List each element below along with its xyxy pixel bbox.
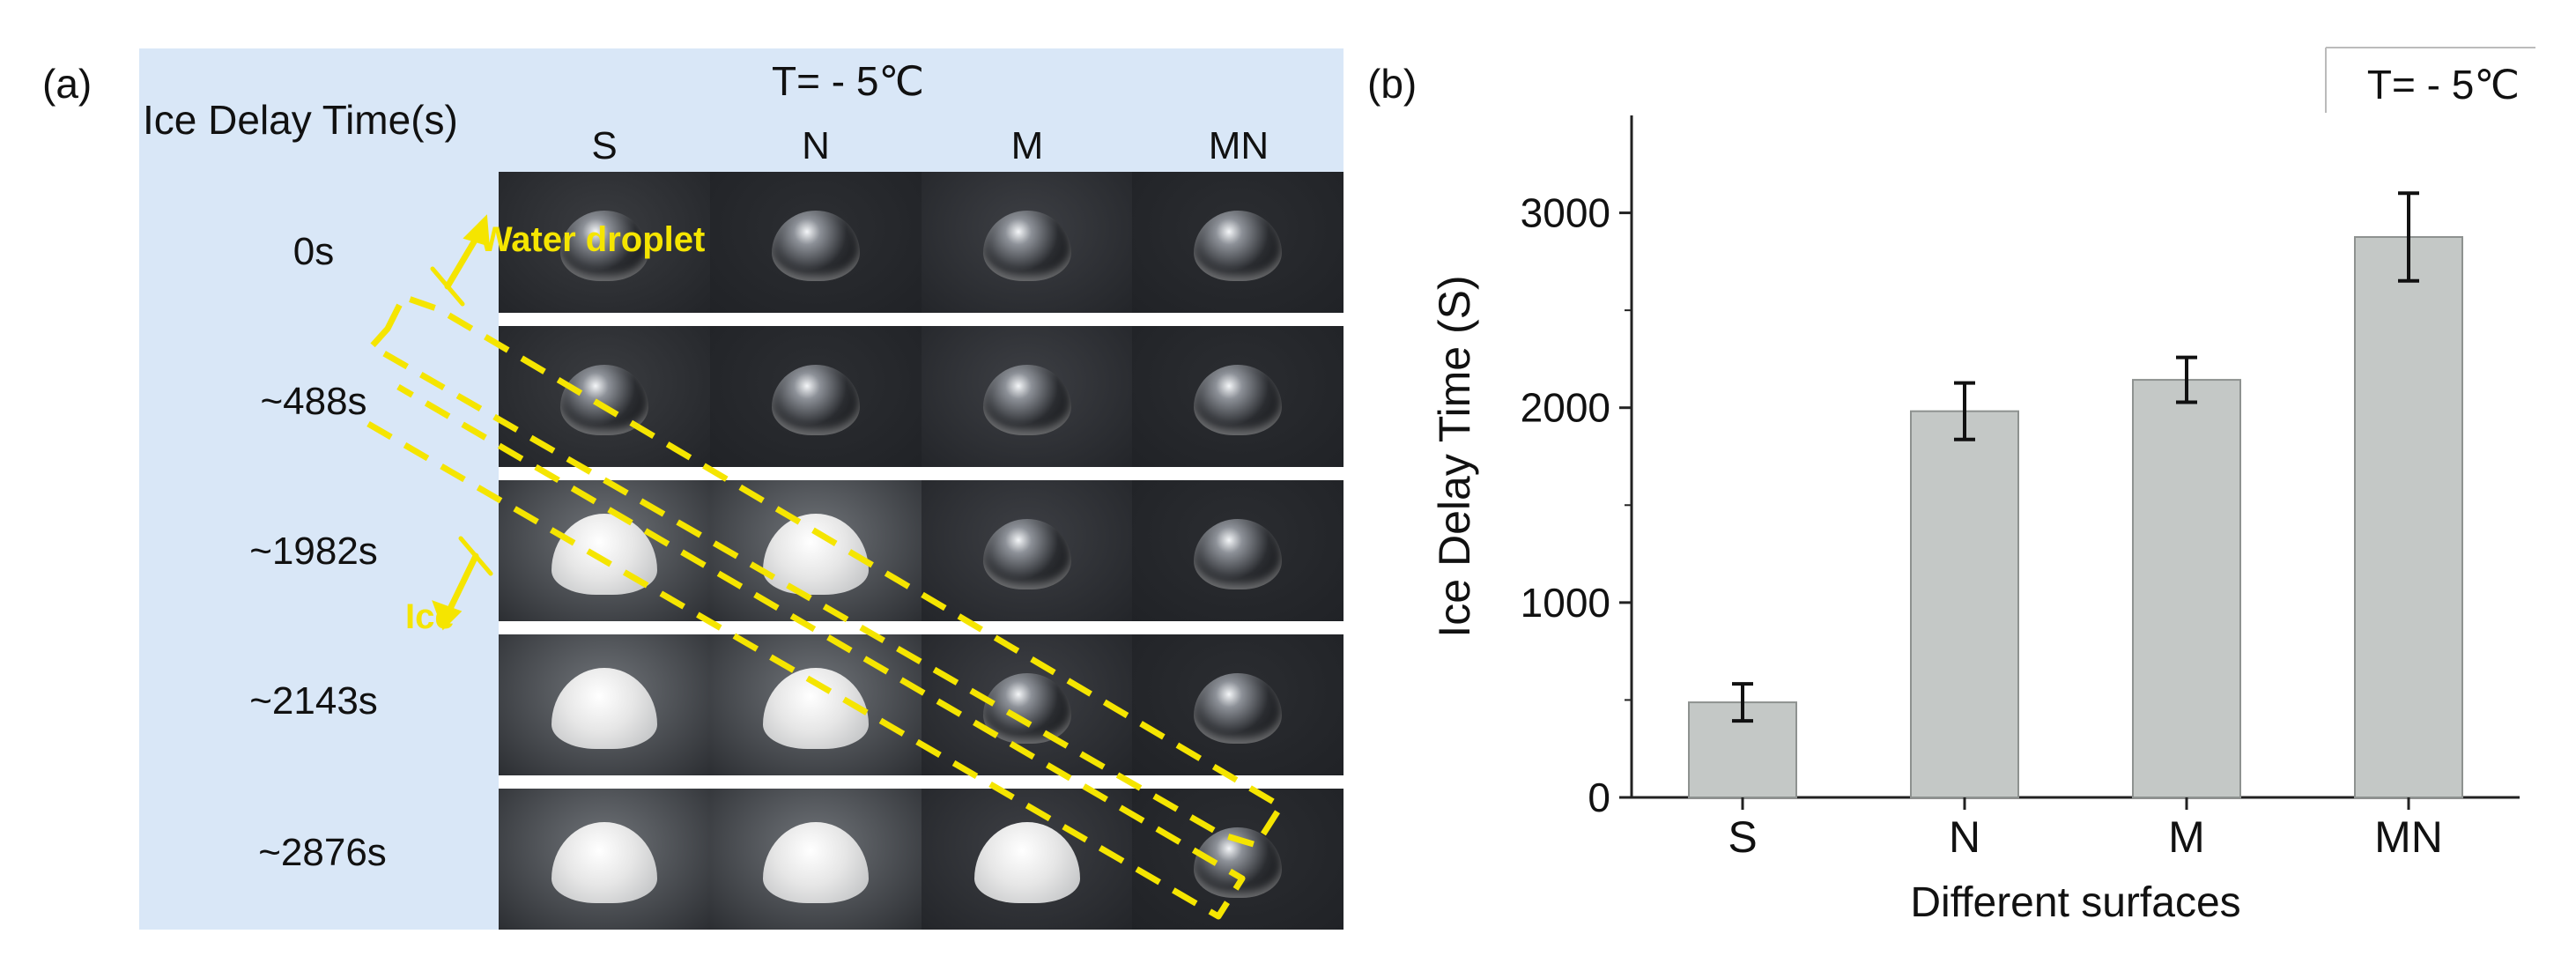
droplet-photo bbox=[921, 789, 1133, 930]
annotation-overlay: Water droplet Ice bbox=[366, 214, 1284, 920]
panel-a-temperature: T= - 5℃ bbox=[772, 58, 925, 104]
water-droplet bbox=[1194, 365, 1283, 435]
droplet-photo bbox=[1132, 634, 1344, 775]
x-tick-label: M bbox=[2168, 812, 2205, 862]
row-label-0s: 0s bbox=[292, 230, 335, 273]
droplet-photo-grid bbox=[499, 172, 1344, 930]
droplet-photo bbox=[709, 326, 922, 467]
column-label-s: S bbox=[591, 124, 618, 167]
ice-annotation-leader bbox=[444, 552, 479, 618]
x-tick-label: S bbox=[1728, 812, 1757, 862]
ice-annotation-arrowhead bbox=[432, 600, 463, 631]
photo-row bbox=[499, 172, 1344, 313]
chart-temperature-annotation: T= - 5℃ bbox=[2367, 62, 2520, 107]
water-annotation-arrowhead bbox=[463, 214, 490, 247]
x-tick-label: N bbox=[1949, 812, 1980, 862]
column-label-m: M bbox=[1010, 124, 1044, 167]
photo-row bbox=[499, 480, 1344, 621]
bar-m bbox=[2132, 379, 2241, 798]
droplet-photo bbox=[709, 789, 922, 930]
panel-a-figure: Ice Delay Time(s) T= - 5℃ S N M MN 0s ~4… bbox=[139, 48, 1344, 930]
droplet-photo bbox=[499, 634, 710, 775]
droplet-photo bbox=[921, 326, 1133, 467]
droplet-photo bbox=[709, 172, 922, 313]
droplet-photo bbox=[709, 634, 922, 775]
photo-row bbox=[499, 789, 1344, 930]
water-droplet bbox=[982, 673, 1071, 744]
panel-b-label: (b) bbox=[1367, 61, 1418, 107]
row-header: Ice Delay Time(s) bbox=[143, 97, 458, 143]
water-droplet bbox=[771, 365, 860, 435]
water-droplet bbox=[1194, 519, 1283, 589]
droplet-photo bbox=[499, 480, 710, 621]
y-tick-label: 1000 bbox=[1521, 580, 1610, 626]
droplet-photo bbox=[499, 789, 710, 930]
water-droplet-annotation: Water droplet bbox=[479, 220, 705, 259]
row-label-1982s: ~1982s bbox=[249, 530, 378, 573]
droplet-photo bbox=[499, 326, 710, 467]
water-droplet bbox=[1194, 211, 1283, 281]
ice-droplet bbox=[762, 822, 869, 903]
ice-annotation: Ice bbox=[405, 597, 455, 636]
y-tick-label: 2000 bbox=[1521, 385, 1610, 431]
water-droplet bbox=[771, 211, 860, 281]
water-droplet bbox=[1194, 673, 1283, 744]
droplet-photo bbox=[921, 480, 1133, 621]
water-droplet bbox=[982, 519, 1071, 589]
dashed-outline-left bbox=[368, 293, 1284, 849]
row-label-2876s: ~2876s bbox=[258, 831, 387, 874]
droplet-photo bbox=[1132, 326, 1344, 467]
bar-mn bbox=[2354, 235, 2463, 798]
x-tick-label: MN bbox=[2374, 812, 2443, 862]
dashed-outline-right bbox=[366, 383, 1246, 920]
bar-n bbox=[1910, 410, 2019, 798]
photo-row bbox=[499, 326, 1344, 467]
x-axis-label: Different surfaces bbox=[1910, 879, 2240, 926]
y-tick-label: 0 bbox=[1588, 775, 1610, 820]
water-droplet bbox=[982, 365, 1071, 435]
water-droplet bbox=[560, 211, 648, 281]
panel-a-label: (a) bbox=[42, 61, 93, 107]
y-tick-label: 3000 bbox=[1521, 190, 1610, 236]
row-label-2143s: ~2143s bbox=[249, 679, 378, 723]
row-label-488s: ~488s bbox=[260, 380, 367, 423]
droplet-photo bbox=[1132, 480, 1344, 621]
y-axis-label: Ice Delay Time (S) bbox=[1430, 275, 1479, 637]
droplet-photo bbox=[921, 172, 1133, 313]
column-label-mn: MN bbox=[1208, 124, 1269, 167]
column-label-n: N bbox=[802, 124, 830, 167]
water-droplet bbox=[982, 211, 1071, 281]
ice-droplet bbox=[973, 822, 1080, 903]
droplet-photo bbox=[1132, 172, 1344, 313]
photo-row bbox=[499, 634, 1344, 775]
droplet-photo bbox=[499, 172, 710, 313]
